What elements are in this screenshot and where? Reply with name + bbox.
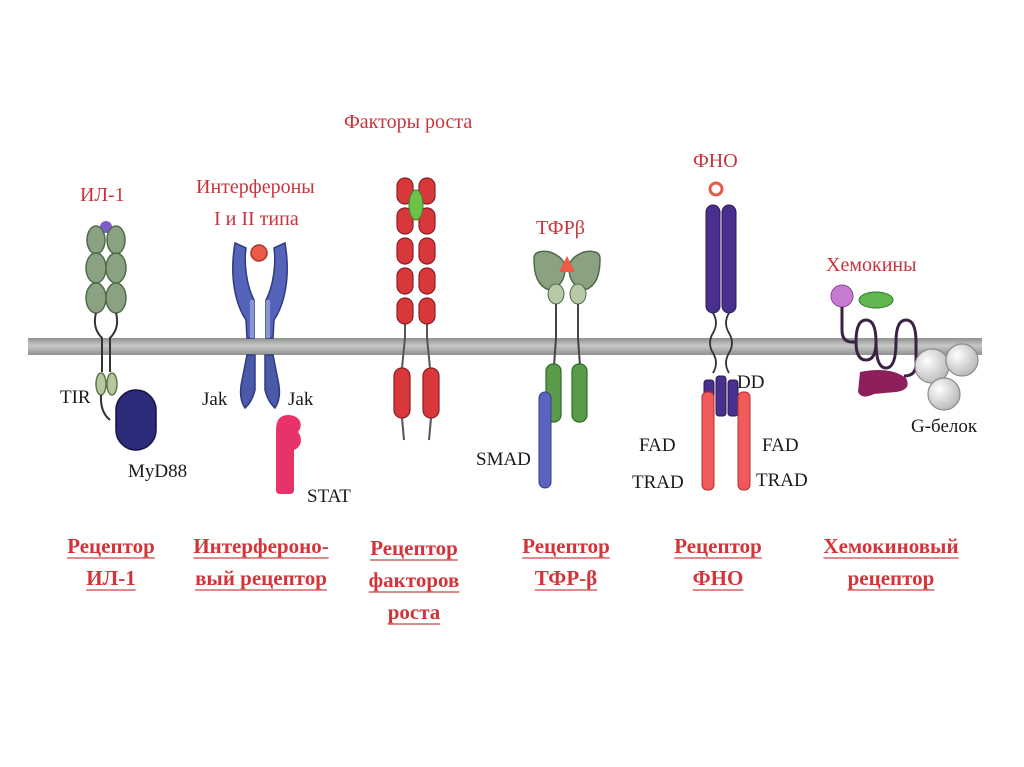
caption-il1-receptor: Рецептор ИЛ-1 (67, 534, 155, 590)
caption-tgf-receptor: Рецептор ТФР-β (522, 534, 610, 590)
label-trad-left: TRAD (632, 472, 684, 493)
tnf-receptor (701, 181, 751, 491)
label-stat: STAT (307, 486, 351, 507)
smad-protein (538, 391, 552, 489)
ligand-label-il1: ИЛ-1 (80, 184, 125, 206)
label-myd88: MyD88 (128, 461, 188, 482)
ligand-label-growth-factors: Факторы роста (344, 111, 473, 133)
tnf-ligand (708, 181, 724, 197)
tgf-ligand (559, 256, 575, 272)
il1-receptor (85, 221, 157, 451)
myd88-protein (115, 389, 157, 451)
growth-factor-ligand (408, 189, 424, 221)
chemokine-ligand-2 (858, 291, 894, 309)
label-tir: TIR (60, 387, 91, 408)
ligand-label-tgf: ТФРβ (536, 217, 585, 239)
ligand-label-tnf: ФНО (693, 150, 738, 172)
tgf-receptor (533, 250, 601, 489)
interferon-ligand (250, 244, 268, 262)
label-trad-right: TRAD (756, 470, 808, 491)
death-domain (703, 375, 739, 417)
chemokine-ligand (830, 284, 854, 308)
label-g-protein: G-белок (911, 416, 978, 437)
interferon-receptor (232, 241, 301, 494)
ligand-label-chemokines: Хемокины (826, 254, 917, 276)
label-jak-right: Jak (288, 389, 314, 410)
tir-domain (95, 372, 107, 396)
growth-factor-receptor (393, 177, 440, 441)
g-protein (914, 343, 979, 411)
chemokine-receptor (830, 284, 979, 411)
label-fad-left: FAD (639, 435, 676, 456)
ligand-label-interferon-types: I и II типа (214, 208, 299, 230)
label-smad: SMAD (476, 449, 531, 470)
stat-protein (276, 415, 301, 494)
caption-chemokine-receptor: Хемокиновый рецептор (823, 534, 959, 590)
caption-tnf-receptor: Рецептор ФНО (674, 534, 762, 590)
label-jak-left: Jak (202, 389, 228, 410)
label-fad-right: FAD (762, 435, 799, 456)
caption-interferon-receptor: Интерфероно- вый рецептор (193, 534, 329, 590)
label-dd: DD (737, 372, 765, 393)
ligand-label-interferons: Интерфероны (196, 176, 315, 198)
caption-growth-factor-receptor: Рецептор факторов роста (368, 536, 460, 624)
cell-membrane (28, 338, 982, 355)
